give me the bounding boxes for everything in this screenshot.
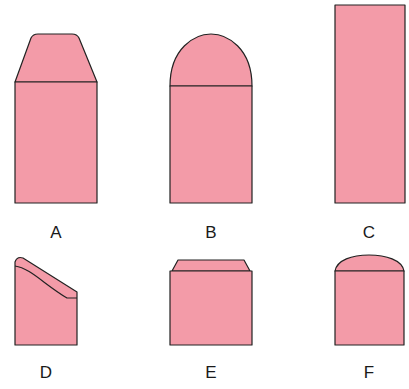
small-tapered-top: [172, 260, 250, 271]
figure-letter: C: [363, 224, 375, 241]
figure-letter: A: [50, 224, 61, 241]
curved-line: [15, 266, 77, 298]
small-dome-top: [335, 255, 404, 271]
plain-block: [335, 5, 405, 203]
shape-body: [170, 271, 252, 345]
tapered-top: [15, 34, 97, 82]
shape-body: [15, 82, 97, 203]
figure-letter: F: [364, 364, 374, 381]
dome-top: [170, 34, 252, 86]
figure-letter: E: [205, 364, 216, 381]
figure-letter: D: [40, 364, 52, 381]
slanted-shape: [15, 258, 77, 346]
shape-body: [335, 271, 404, 345]
shape-body: [170, 86, 252, 203]
figure-letter: B: [205, 224, 216, 241]
